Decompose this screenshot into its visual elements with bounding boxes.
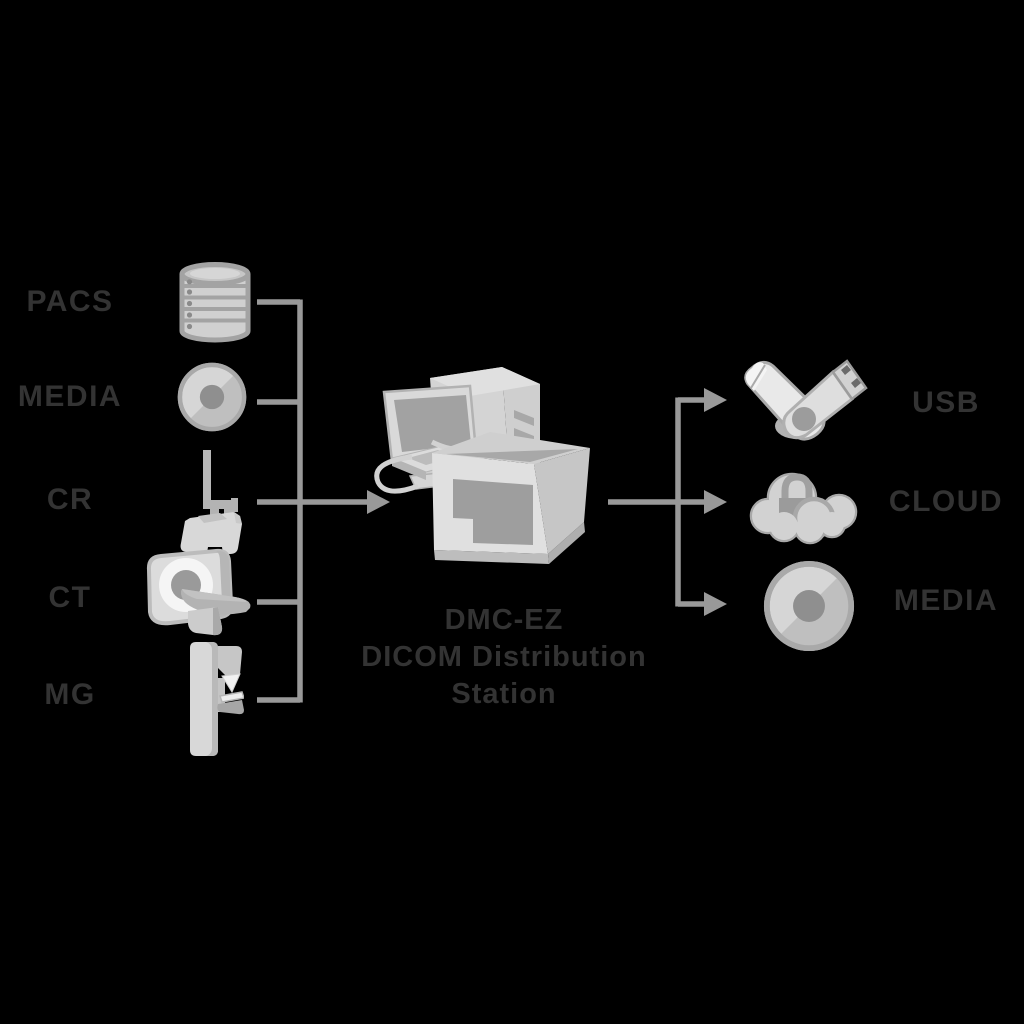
arrow-to-station (367, 490, 390, 514)
workstation-icon (372, 362, 652, 662)
ct-scanner-icon (137, 548, 259, 654)
output-bus-lines (608, 397, 706, 607)
cloud-lock-icon (746, 456, 866, 548)
disc-icon (177, 362, 247, 432)
output-label-cloud: CLOUD (888, 485, 1004, 518)
output-label-usb: USB (912, 386, 980, 419)
mammography-icon (176, 640, 244, 760)
source-label-cr: CR (46, 483, 94, 516)
source-label-mg: MG (44, 678, 96, 711)
source-label-media: MEDIA (17, 380, 123, 413)
station-caption-line1: DMC-EZ (444, 604, 564, 636)
station-caption-line2: DICOM Distribution (361, 641, 647, 673)
station-caption-line3: Station (451, 678, 557, 710)
cr-reader-icon (170, 448, 246, 558)
database-icon (177, 261, 253, 345)
arrowheads (367, 388, 727, 616)
disc-icon (763, 560, 855, 652)
source-bus-lines (257, 299, 368, 703)
station-caption: DMC-EZ DICOM Distribution Station (344, 602, 664, 713)
arrow-to-cloud (704, 490, 727, 514)
arrow-to-media (704, 592, 727, 616)
output-label-media: MEDIA (893, 584, 999, 617)
publisher-box (432, 432, 590, 564)
source-label-pacs: PACS (26, 285, 114, 318)
arrow-to-usb (704, 388, 727, 412)
source-label-ct: CT (48, 581, 92, 614)
usb-flash-drive-icon (735, 356, 871, 448)
